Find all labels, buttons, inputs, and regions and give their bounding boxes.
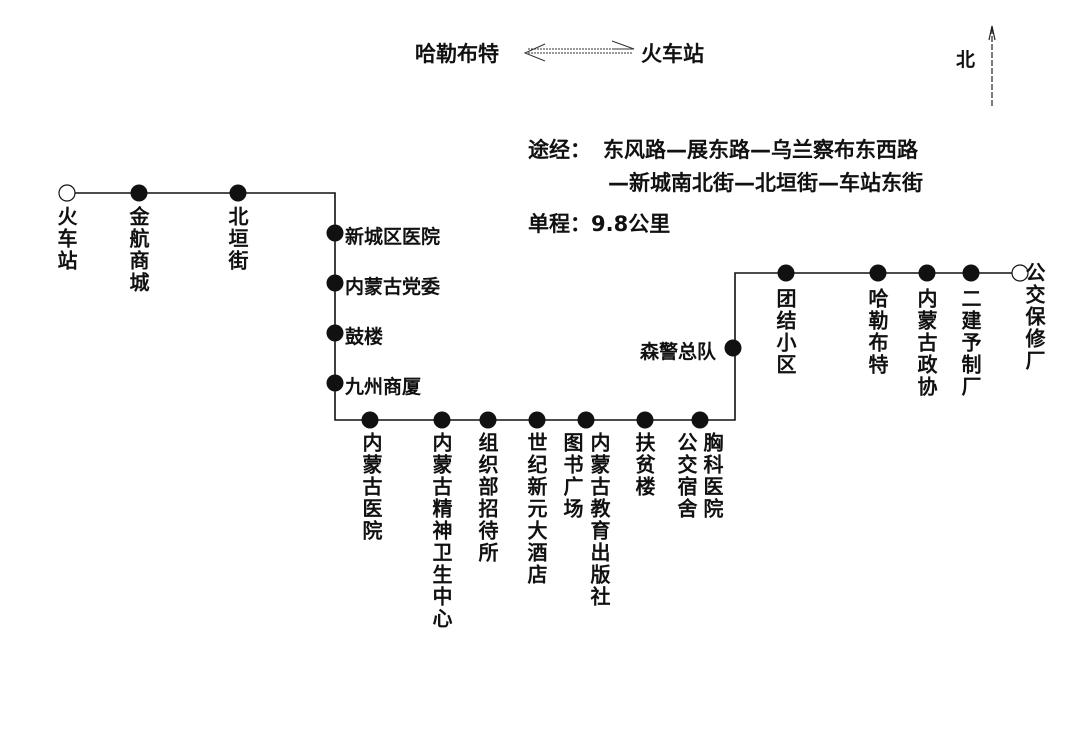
stop-label: 鼓楼 [345,326,384,348]
route-from: 哈勒布特 [415,42,499,66]
north-label: 北 [956,49,976,71]
route-to: 火车站 [641,42,704,66]
stop-label: 内蒙古教育出版社 [587,432,611,608]
stop-label: 扶贫楼 [632,432,656,498]
via-line-2: —新城南北街—北垣街—车站东街 [608,171,923,195]
stop-marker [326,224,344,242]
stop-label: 二建予制厂 [958,288,982,398]
stop-label: 内蒙古医院 [359,432,383,542]
stop-label: 内蒙古党委 [345,276,441,298]
stop-label: 火车站 [54,206,78,272]
stop-marker [869,264,887,282]
terminal-stop-marker [1011,264,1029,282]
stop-marker [918,264,936,282]
terminal-stop-marker [58,184,76,202]
stop-label: 公交宿舍 [674,432,698,520]
stop-marker [777,264,795,282]
stop-marker [577,411,595,429]
stop-label: 团结小区 [773,288,797,376]
stop-marker [479,411,497,429]
stop-marker [724,339,742,357]
via-label: 途经： [528,138,591,162]
stop-marker [326,374,344,392]
stop-marker [528,411,546,429]
stop-label: 新城区医院 [345,226,441,248]
via-line-1: 东风路—展东路—乌兰察布东西路 [603,138,918,162]
north-arrow-icon [988,25,996,108]
stop-marker [326,324,344,342]
stop-label: 内蒙古精神卫生中心 [429,432,453,630]
stop-label: 图书广场 [560,432,584,520]
stop-marker [636,411,654,429]
stop-marker [433,411,451,429]
stop-label: 组织部招待所 [475,432,499,564]
stop-label: 九州商厦 [345,376,422,398]
stop-label: 森警总队 [640,341,717,363]
stop-marker [361,411,379,429]
stop-marker [691,411,709,429]
stop-label: 世纪新元大酒店 [524,432,548,586]
direction-arrow [523,40,635,62]
stop-label: 金航商城 [126,206,150,294]
stop-label: 北垣街 [225,206,249,272]
stop-label: 公交保修厂 [1022,262,1046,372]
stop-marker [962,264,980,282]
stop-label: 哈勒布特 [865,288,889,376]
stop-marker [229,184,247,202]
distance: 单程：9.8公里 [528,212,671,236]
stop-label: 内蒙古政协 [914,288,938,398]
stop-label: 胸科医院 [700,432,724,520]
stop-marker [130,184,148,202]
stop-marker [326,274,344,292]
